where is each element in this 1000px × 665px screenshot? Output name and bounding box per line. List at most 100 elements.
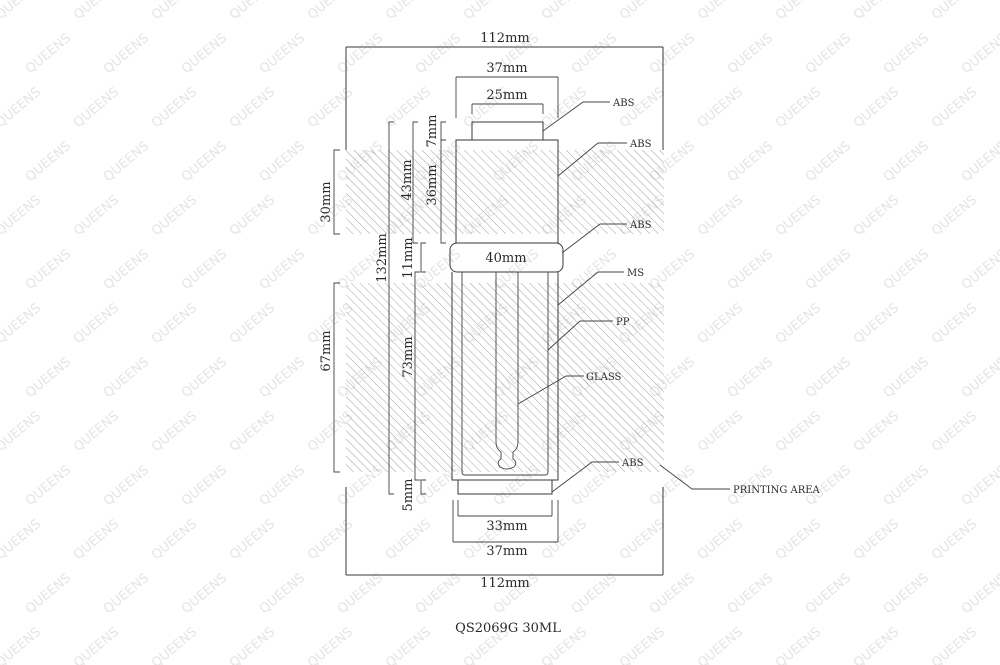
watermark-text: QUEENS [149, 625, 200, 665]
watermark-text: QUEENS [71, 0, 122, 23]
watermark-text: QUEENS [257, 463, 308, 509]
dim-body-height: 73mm [401, 336, 416, 377]
watermark-text: QUEENS [101, 139, 152, 185]
label-glass: GLASS [586, 372, 622, 383]
watermark-text: QUEENS [773, 301, 824, 347]
dim-overall-width-top: 112mm [480, 31, 529, 46]
watermark-text: QUEENS [257, 139, 308, 185]
watermark-text: QUEENS [929, 517, 980, 563]
watermark-text: QUEENS [71, 517, 122, 563]
watermark-text: QUEENS [617, 0, 668, 23]
watermark-text: QUEENS [569, 31, 620, 77]
watermark-text: QUEENS [959, 355, 1000, 401]
watermark-text: QUEENS [101, 31, 152, 77]
watermark-text: QUEENS [257, 31, 308, 77]
watermark-text: QUEENS [881, 463, 932, 509]
dim-base-inner: 33mm [486, 519, 527, 534]
watermark-text: QUEENS [257, 247, 308, 293]
watermark-text: QUEENS [539, 85, 590, 131]
label-pipette: PP [616, 317, 630, 328]
watermark-text: QUEENS [851, 409, 902, 455]
watermark-text: QUEENS [71, 85, 122, 131]
dim-collar: 40mm [485, 251, 526, 266]
label-base: ABS [621, 458, 644, 469]
dim-base-outer: 37mm [486, 544, 527, 559]
watermark-text: QUEENS [803, 247, 854, 293]
watermark-text: QUEENS [539, 0, 590, 23]
watermark-text: QUEENS [851, 301, 902, 347]
watermark-text: QUEENS [695, 301, 746, 347]
watermark-text: QUEENS [569, 571, 620, 617]
dim-cap-top-height: 7mm [425, 115, 440, 148]
watermark-text: QUEENS [617, 517, 668, 563]
watermark-text: QUEENS [413, 571, 464, 617]
watermark-text: QUEENS [461, 0, 512, 23]
watermark-text: QUEENS [695, 0, 746, 23]
watermark-text: QUEENS [71, 301, 122, 347]
watermark-text: QUEENS [179, 247, 230, 293]
watermark-text: QUEENS [257, 571, 308, 617]
dim-cap-height: 36mm [425, 164, 440, 205]
label-printing-area: PRINTING AREA [733, 485, 821, 496]
dim-base-height: 5mm [401, 479, 416, 512]
watermark-text: QUEENS [179, 463, 230, 509]
cap-top [471, 121, 544, 141]
watermark-text: QUEENS [71, 193, 122, 239]
watermark-text: QUEENS [383, 625, 434, 665]
watermark-text: QUEENS [695, 85, 746, 131]
label-cap-top: ABS [612, 98, 635, 109]
glass-wall [461, 272, 549, 476]
watermark-text: QUEENS [929, 85, 980, 131]
watermark-text: QUEENS [257, 355, 308, 401]
dimension-labels: 112mm 37mm 25mm 40mm 33mm 37mm 112mm 30m… [319, 31, 530, 591]
watermark-text: QUEENS [959, 571, 1000, 617]
watermark-text: QUEENS [305, 0, 356, 23]
label-sleeve: MS [627, 268, 644, 279]
watermark-text: QUEENS [383, 517, 434, 563]
watermark-text: QUEENS [0, 193, 44, 239]
dim-bottom-print-height: 67mm [319, 330, 334, 371]
watermark-text: QUEENS [851, 625, 902, 665]
watermark-text: QUEENS [227, 85, 278, 131]
watermark-text: QUEENS [773, 193, 824, 239]
watermark-text: QUEENS [305, 517, 356, 563]
leader-lines [517, 101, 730, 493]
watermark-text: QUEENS [23, 355, 74, 401]
dim-upper-height: 43mm [400, 159, 415, 200]
watermark-text: QUEENS [929, 625, 980, 665]
watermark-text: QUEENS [725, 571, 776, 617]
watermark-text: QUEENS [227, 517, 278, 563]
watermark-text: QUEENS [0, 517, 44, 563]
watermark-text: QUEENS [23, 31, 74, 77]
watermark-text: QUEENS [695, 625, 746, 665]
printing-area-top [346, 150, 664, 234]
watermark-text: QUEENS [227, 0, 278, 23]
watermark-text: QUEENS [149, 85, 200, 131]
watermark-text: QUEENS [773, 517, 824, 563]
watermark-text: QUEENS [929, 301, 980, 347]
watermark-text: QUEENS [773, 0, 824, 23]
watermark-text: QUEENS [179, 139, 230, 185]
dim-cap-top: 25mm [486, 88, 527, 103]
watermark-text: QUEENS [725, 139, 776, 185]
watermark-text: QUEENS [803, 355, 854, 401]
watermark-text: QUEENS [773, 409, 824, 455]
watermark-text: QUEENS [695, 517, 746, 563]
watermark-text: QUEENS [227, 409, 278, 455]
dim-collar-height: 11mm [401, 237, 416, 278]
watermark-text: QUEENS [0, 409, 44, 455]
watermark-text: QUEENS [695, 193, 746, 239]
watermark-text: QUEENS [149, 409, 200, 455]
watermark-text: QUEENS [725, 31, 776, 77]
collar [449, 242, 564, 273]
watermark-text: QUEENS [149, 301, 200, 347]
watermark-text: QUEENS [305, 625, 356, 665]
watermark-text: QUEENS [803, 571, 854, 617]
watermark-text: QUEENS [647, 571, 698, 617]
watermark-text: QUEENS [149, 517, 200, 563]
watermark-text: QUEENS [803, 139, 854, 185]
watermark-text: QUEENS [71, 409, 122, 455]
watermark-text: QUEENS [101, 247, 152, 293]
watermark-text: QUEENS [149, 0, 200, 23]
watermark-text: QUEENS [851, 193, 902, 239]
